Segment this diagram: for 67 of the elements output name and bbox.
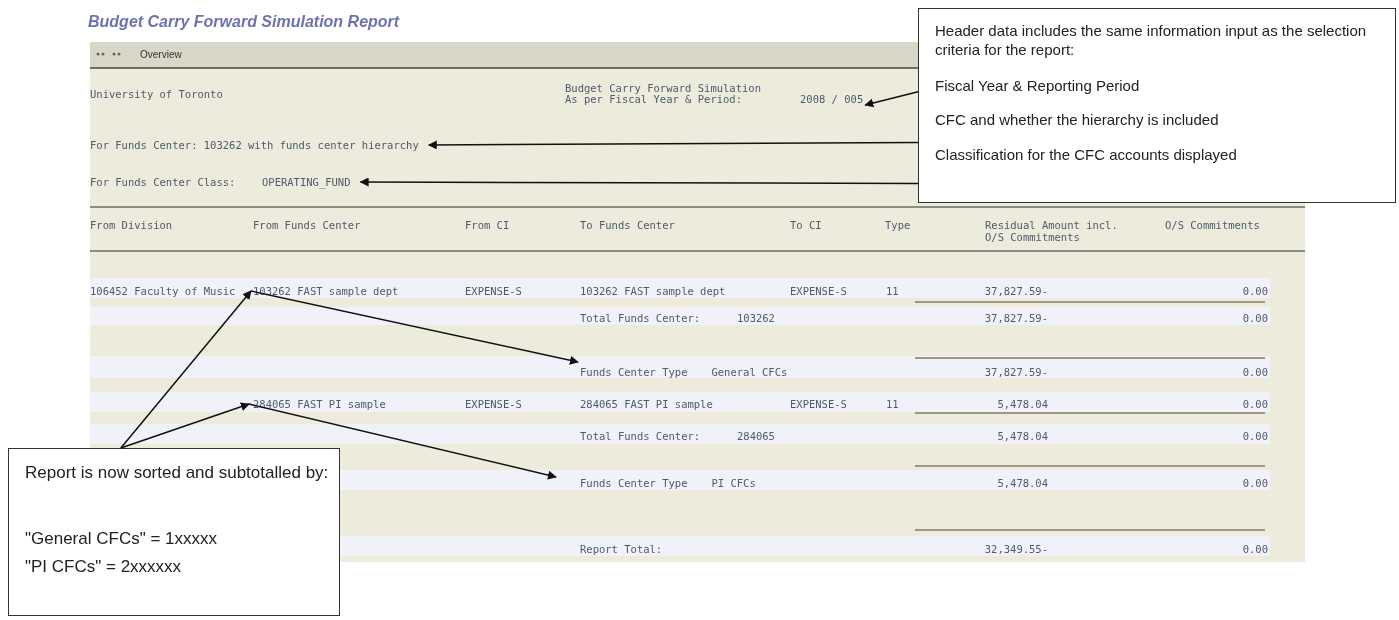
callout-text: CFC and whether the hierarchy is included [935, 110, 1220, 129]
table-cell: 2008 / 005 [800, 93, 864, 105]
table-cell: EXPENSE-S [790, 398, 847, 410]
organization-name: University of Toronto [90, 88, 223, 100]
table-cell: 103262 FAST sample dept [580, 285, 726, 297]
callout-text: Report is now sorted and subtotalled by: [25, 463, 329, 482]
toolbar-button-label: Overview [140, 49, 182, 61]
amount-cell: 0.00 [1242, 366, 1268, 378]
amount-cell: 37,827.59- [984, 312, 1048, 324]
filter-label: For Funds Center Class: [90, 176, 236, 188]
column-header: From Division [90, 219, 173, 231]
amount-cell: 5,478.04 [997, 430, 1048, 442]
amount-cell: 0.00 [1242, 398, 1268, 410]
column-header: O/S Commitments [1165, 219, 1260, 231]
arrow [120, 402, 250, 449]
arrow [250, 290, 579, 365]
column-header: Type [885, 219, 911, 231]
table-cell: For Funds Center: 103262 with funds center hierarchy [90, 139, 419, 151]
amount-cell: 32,349.55- [984, 543, 1048, 555]
callout-box [8, 448, 340, 616]
table-cell: 284065 FAST PI sample [580, 398, 713, 410]
report-title: Budget Carry Forward Simulation Report [88, 13, 400, 31]
table-cell: 284065 [737, 430, 775, 442]
arrow [864, 91, 919, 108]
arrow [359, 177, 919, 187]
report-subtitle: Budget Carry Forward Simulation [565, 82, 761, 94]
callout-text: "PI CFCs" = 2xxxxxx [25, 557, 183, 576]
amount-cell: 0.00 [1242, 543, 1268, 555]
table-cell: EXPENSE-S [465, 285, 522, 297]
column-header: From CI [465, 219, 510, 231]
arrow [120, 290, 252, 449]
amount-cell: 37,827.59- [984, 366, 1048, 378]
table-cell: Total Funds Center: [580, 430, 701, 442]
table-cell: Total Funds Center: [580, 312, 701, 324]
amount-cell: 5,478.04 [997, 477, 1048, 489]
amount-cell: 0.00 [1242, 312, 1268, 324]
table-cell: 11 [886, 398, 899, 410]
table-cell: 103262 [737, 312, 775, 324]
arrow [427, 140, 919, 150]
callout-text: Fiscal Year & Reporting Period [935, 76, 1141, 95]
table-cell: 11 [886, 285, 899, 297]
column-header: From Funds Center [253, 219, 361, 231]
arrow [248, 403, 557, 480]
row-value: General CFCs [711, 366, 788, 378]
callout-text: Header data includes the same information input as the selection criteria for the report: [935, 21, 1368, 59]
table-cell: Report Total: [580, 543, 663, 555]
table-cell: EXPENSE-S [465, 398, 522, 410]
row-value: PI CFCs [711, 477, 756, 489]
table-cell: 106452 Faculty of Music [90, 285, 236, 297]
column-header: To Funds Center [580, 219, 675, 231]
table-cell: EXPENSE-S [790, 285, 847, 297]
table-cell: 284065 FAST PI sample [253, 398, 386, 410]
callout-box [918, 8, 1396, 203]
row-label: Funds Center Type [580, 366, 688, 378]
amount-cell: 0.00 [1242, 477, 1268, 489]
column-header: To CI [790, 219, 822, 231]
amount-cell: 5,478.04 [997, 398, 1048, 410]
amount-cell: 0.00 [1242, 430, 1268, 442]
period-label: As per Fiscal Year & Period: [565, 93, 742, 105]
callout-text: Classification for the CFC accounts displayed [935, 145, 1238, 164]
callout-text: "General CFCs" = 1xxxxx [25, 529, 219, 548]
column-header: Residual Amount incl. O/S Commitments [985, 219, 1119, 243]
table-cell: 103262 FAST sample dept [253, 285, 399, 297]
amount-cell: 37,827.59- [984, 285, 1048, 297]
table-cell: OPERATING_FUND [262, 176, 351, 188]
amount-cell: 0.00 [1242, 285, 1268, 297]
row-label: Funds Center Type [580, 477, 688, 489]
